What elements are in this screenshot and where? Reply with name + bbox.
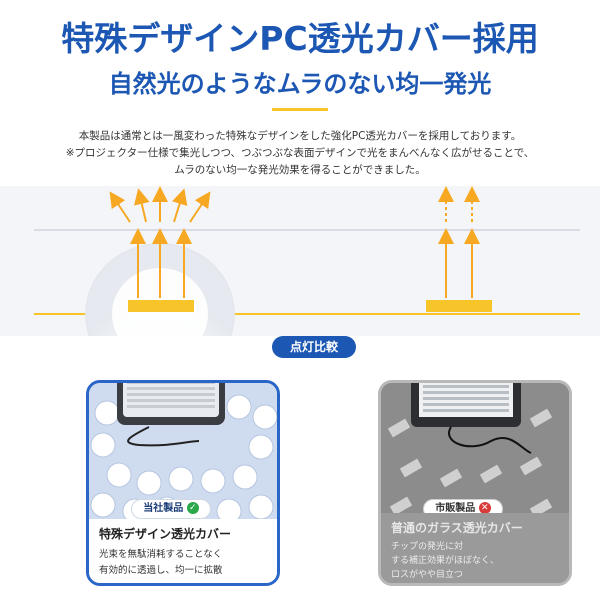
description-line: ※プロジェクター仕様で集光しつつ、つぶつぶな表面デザインで光をまんべんなく広がせ… [65,147,535,159]
market-product-badge-label: 市販製品 [435,503,476,514]
check-icon: ✓ [186,502,199,514]
subtitle-underline [272,108,328,111]
led-chip [128,300,194,312]
led-chip [426,300,492,312]
cross-icon: ✕ [478,502,491,514]
description-line: ムラのない均一な発光効果を得ることができました。 [174,164,426,176]
our-product-text-line: 光束を無駄消耗することなく [99,549,223,560]
our-product-caption: 特殊デザイン透光カバー 光束を無駄消耗することなく 有効的に透過し、均一に拡散 [89,519,277,583]
our-product-text-line: 有効的に透過し、均一に拡散 [99,565,223,576]
market-product-card: 市販製品 ✕ 普通のガラス透光カバー チップの発光に対 する補正効果がほぼなく、… [378,380,572,586]
page-subtitle: 自然光のようなムラのない均一発光 [108,70,492,98]
market-product-text-line: チップの発光に対 [391,542,464,552]
market-product-caption: 普通のガラス透光カバー チップの発光に対 する補正効果がほぼなく、 ロスがやや目… [381,513,569,583]
our-product-title: 特殊デザイン透光カバー [99,527,232,541]
our-product-card: 当社製品 ✓ 特殊デザイン透光カバー 光束を無駄消耗することなく 有効的に透過し… [86,380,280,586]
market-product-title: 普通のガラス透光カバー [391,521,523,535]
market-product-text-line: する補正効果がほぼなく、 [391,556,500,566]
comparison-label: 点灯比較 [272,336,356,358]
our-product-badge: 当社製品 ✓ [131,499,211,519]
market-product-text-line: ロスがやや目立つ [391,570,464,580]
our-product-badge-label: 当社製品 [143,503,184,514]
description-line: 本製品は通常とは一風変わった特殊なデザインをした強化PC透光カバーを採用しており… [78,130,522,142]
page-title: 特殊デザインPC透光カバー採用 [61,19,539,58]
diffusion-illustration [0,186,600,336]
description-block: 本製品は通常とは一風変わった特殊なデザインをした強化PC透光カバーを採用しており… [0,128,600,179]
